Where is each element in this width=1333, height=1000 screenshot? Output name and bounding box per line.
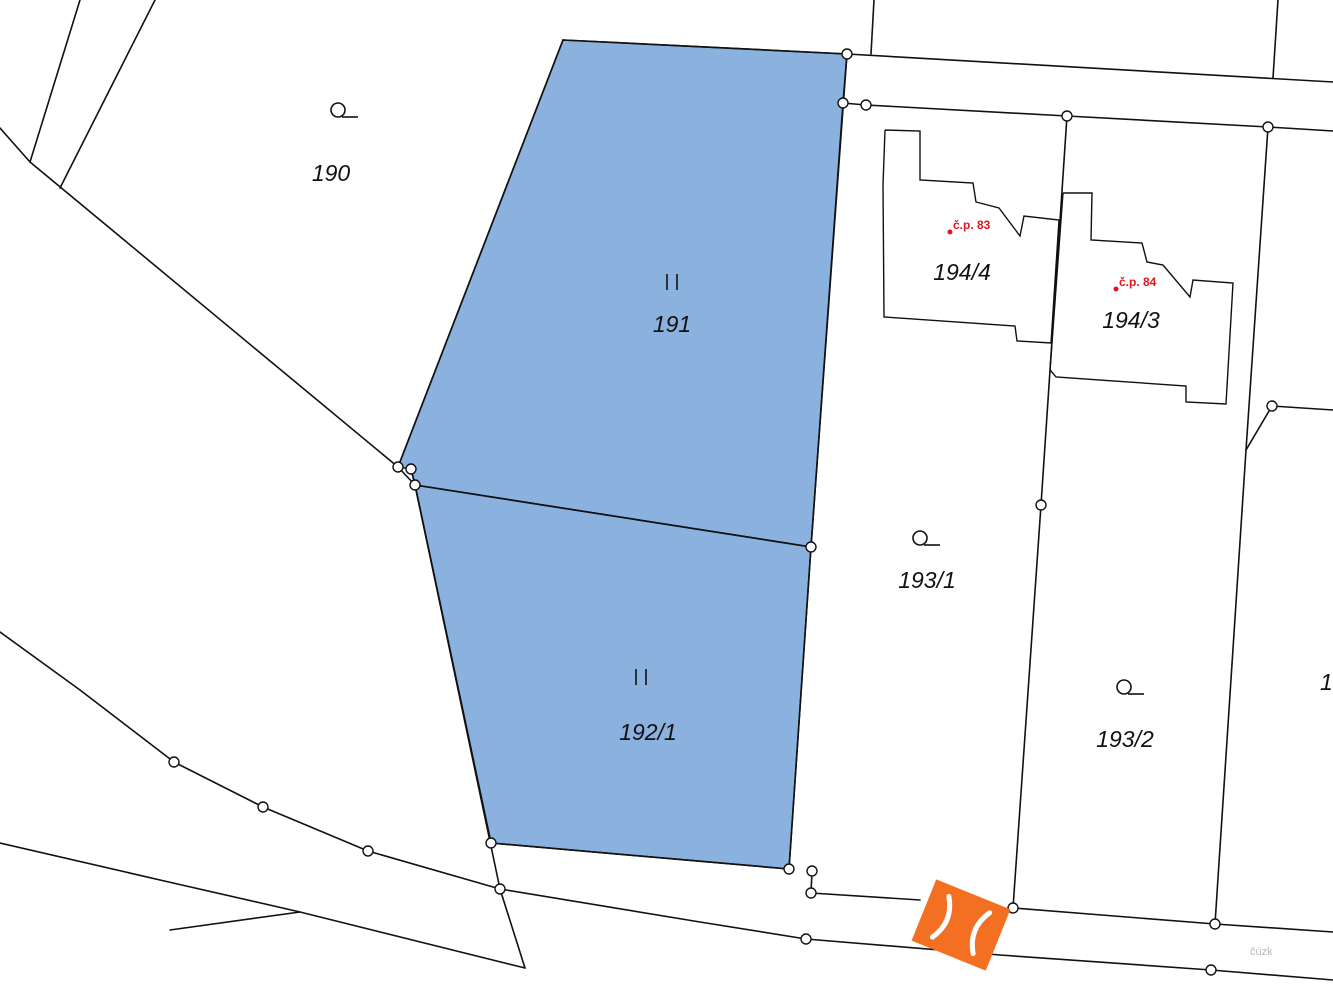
survey-point[interactable]	[841, 48, 853, 60]
parcel-label-190[interactable]: 190	[312, 160, 351, 186]
buildings-layer	[882, 129, 1234, 405]
parcel-label-193-1[interactable]: 193/1	[898, 567, 956, 593]
survey-point[interactable]	[1035, 499, 1047, 511]
survey-point[interactable]	[1266, 400, 1278, 412]
survey-point[interactable]	[1209, 918, 1221, 930]
cuzk-logo-icon[interactable]	[911, 879, 1011, 971]
parcel-192-1-area[interactable]	[413, 484, 812, 870]
parcel-label-191[interactable]: 191	[653, 311, 691, 337]
survey-point[interactable]	[1061, 110, 1073, 122]
survey-point[interactable]	[1007, 902, 1019, 914]
survey-point[interactable]	[392, 461, 404, 473]
meadow-icon	[330, 102, 358, 118]
survey-point[interactable]	[409, 479, 421, 491]
meadow-icon	[1116, 679, 1144, 695]
survey-point[interactable]	[806, 865, 818, 877]
survey-point[interactable]	[494, 883, 506, 895]
survey-point[interactable]	[1205, 964, 1217, 976]
survey-point[interactable]	[168, 756, 180, 768]
parcel-label-192-1[interactable]: 192/1	[619, 719, 677, 745]
building-84-outline[interactable]	[1049, 192, 1234, 405]
building-83-outline[interactable]	[882, 129, 1060, 344]
survey-point[interactable]	[405, 463, 417, 475]
parcel-label-194-3[interactable]: 194/3	[1102, 307, 1160, 333]
house-number-83[interactable]: č.p. 83	[953, 218, 991, 232]
survey-point[interactable]	[783, 863, 795, 875]
survey-point[interactable]	[860, 99, 872, 111]
survey-point[interactable]	[485, 837, 497, 849]
parcel-label-edge[interactable]: 1	[1320, 669, 1333, 695]
arable-land-icon	[666, 274, 678, 290]
house-number-dot	[947, 229, 953, 235]
survey-point[interactable]	[257, 801, 269, 813]
survey-points	[168, 48, 1278, 976]
parcel-label-193-2[interactable]: 193/2	[1096, 726, 1154, 752]
house-number-84[interactable]: č.p. 84	[1119, 275, 1157, 289]
survey-point[interactable]	[1262, 121, 1274, 133]
survey-point[interactable]	[837, 97, 849, 109]
watermark-text: čúzk	[1250, 946, 1273, 958]
meadow-icon	[912, 530, 940, 546]
survey-point[interactable]	[805, 887, 817, 899]
survey-point[interactable]	[805, 541, 817, 553]
house-number-dot	[1113, 286, 1119, 292]
survey-point[interactable]	[362, 845, 374, 857]
parcel-label-194-4[interactable]: 194/4	[933, 259, 991, 285]
arable-land-icon	[635, 669, 647, 685]
survey-point[interactable]	[800, 933, 812, 945]
